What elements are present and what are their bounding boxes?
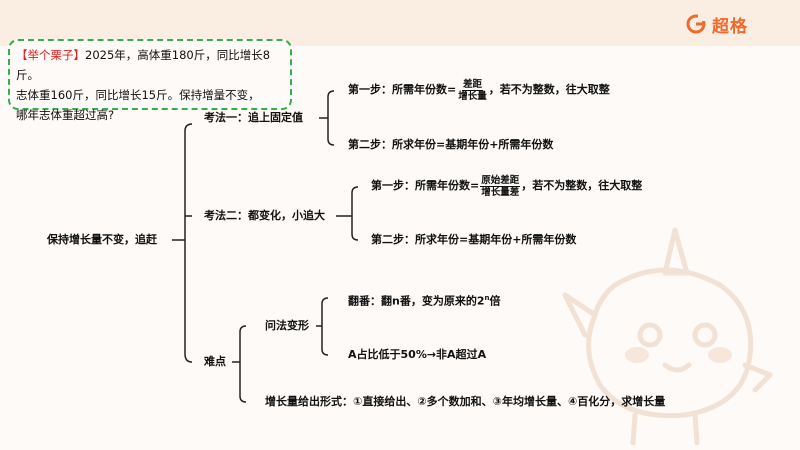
- growth-forms-node: 增长量给出形式：①直接给出、②多个数加和、③年均增长量、④百化分，求增长量: [265, 395, 666, 408]
- example-callout: 【举个栗子】2025年，高体重180斤，同比增长8斤。 志体重160斤，同比增长…: [8, 39, 292, 122]
- example-line-2: 志体重160斤，同比增长15斤。保持增量不变，: [16, 88, 260, 102]
- brand-logo: 超格: [686, 12, 748, 37]
- root-node: 保持增长量不变，追赶: [47, 233, 157, 246]
- example-tag: 【举个栗子】: [16, 48, 85, 62]
- method-1-step-1: 第一步：所需年份数= 差距增长量 ，若不为整数，往大取整: [348, 78, 610, 102]
- g-logo-icon: [686, 14, 706, 34]
- variant-doubling: 翻番：翻n番，变为原来的2n倍: [348, 294, 501, 308]
- example-line-3: 哪年志体重超过高?: [16, 108, 115, 122]
- method-1-node: 考法一：追上固定值: [204, 111, 303, 124]
- question-variant-node: 问法变形: [265, 319, 309, 332]
- example-line-1: 2025年，高体重180斤，同比增长8斤。: [16, 48, 271, 82]
- difficulty-node: 难点: [204, 355, 226, 368]
- top-bar: [0, 0, 800, 46]
- variant-share: A占比低于50%→非A超过A: [348, 348, 487, 361]
- method-2-step-1: 第一步：所需年份数= 原始差距增长量差 ，若不为整数，往大取整: [371, 174, 643, 198]
- brand-name: 超格: [712, 16, 748, 37]
- method-1-step-2: 第二步：所求年份=基期年份+所需年份数: [348, 138, 554, 151]
- method-2-node: 考法二：都变化，小追大: [204, 209, 325, 222]
- method-2-step-2: 第二步：所求年份=基期年份+所需年份数: [371, 233, 577, 246]
- fraction: 差距增长量: [458, 78, 487, 102]
- fraction: 原始差距增长量差: [480, 174, 521, 198]
- mascot-watermark-icon: [562, 227, 773, 445]
